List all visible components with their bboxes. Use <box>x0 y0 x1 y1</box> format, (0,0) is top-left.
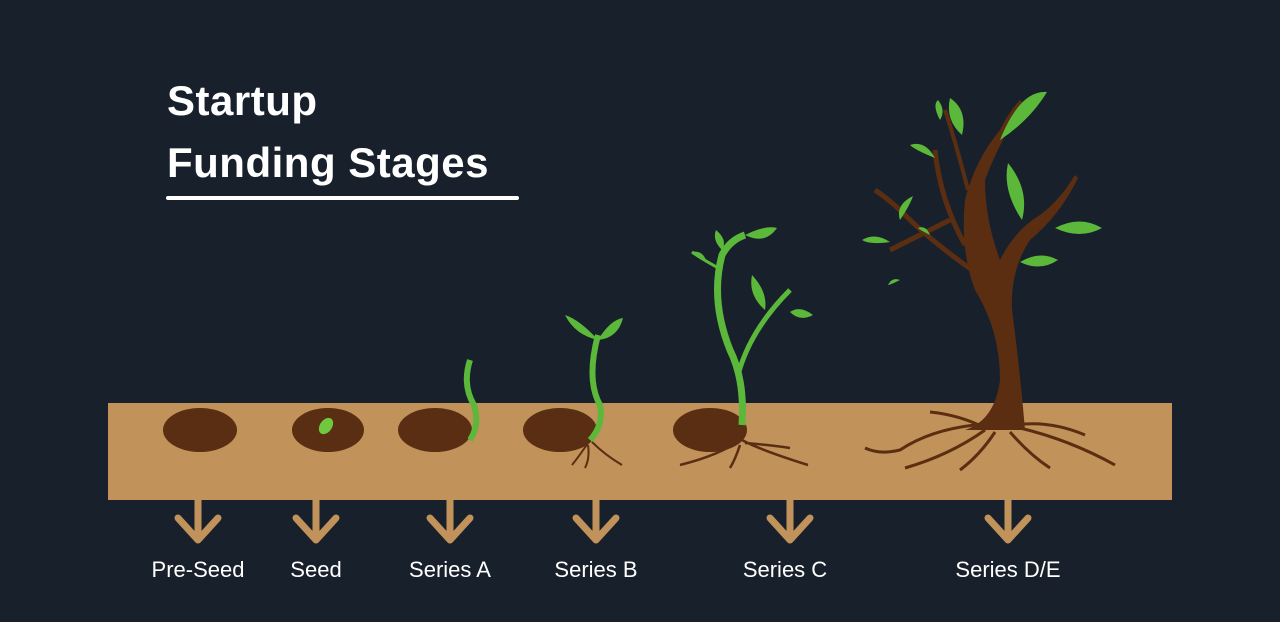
arrow-down-icon <box>984 496 1032 544</box>
stage-label-series-b: Series B <box>554 557 638 582</box>
hole-series-c <box>673 408 747 452</box>
arrow-down-icon <box>292 496 340 544</box>
arrow-down-icon <box>766 496 814 544</box>
hole-pre-seed <box>163 408 237 452</box>
stage-label-series-a: Series A <box>409 557 491 582</box>
seed-icon <box>318 417 334 435</box>
title-underline <box>166 196 519 200</box>
stage-label-series-d-e: Series D/E <box>955 557 1061 582</box>
stage-label-series-c: Series C <box>742 557 828 582</box>
sprout-series-a <box>463 359 480 442</box>
stage-label-pre-seed: Pre-Seed <box>151 557 245 582</box>
plant-series-c <box>679 227 813 469</box>
tree-series-d-e <box>862 91 1116 472</box>
hole-series-a <box>398 408 472 452</box>
page-title: Startup Funding Stages <box>167 70 489 194</box>
plant-series-b <box>565 315 623 469</box>
arrow-down-icon <box>426 496 474 544</box>
stage-label-seed: Seed <box>290 557 342 582</box>
title-line-2: Funding Stages <box>167 139 489 186</box>
title-line-1: Startup <box>167 77 318 124</box>
hole-series-b <box>523 408 597 452</box>
arrow-down-icon <box>174 496 222 544</box>
arrow-down-icon <box>572 496 620 544</box>
